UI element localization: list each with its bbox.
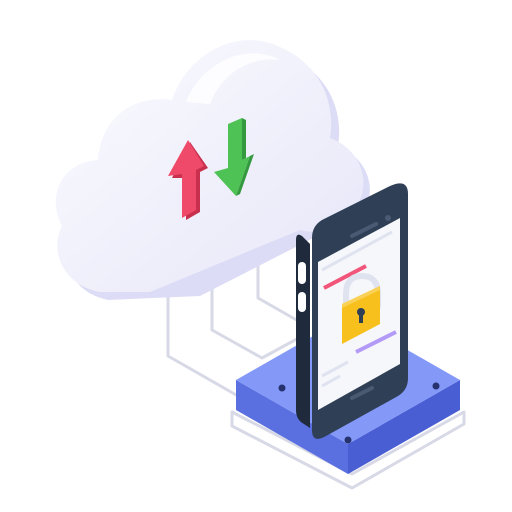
screen-accent-red [323,264,367,290]
base-left-side [236,380,348,474]
base-screw [278,384,286,392]
phone-side-button [298,292,306,312]
base-screw [432,382,440,390]
screen-line [321,360,349,378]
padlock-icon [342,272,381,344]
cloud-highlight [186,53,280,104]
screen-line [321,230,393,272]
screen-line [321,374,341,388]
phone-home-bar [350,386,374,400]
base-screw [344,436,352,444]
cloud-body [55,40,364,292]
phone-speaker [350,222,378,238]
phone-camera [385,215,391,221]
padlock-body-shade [342,286,380,308]
down-arrow-icon [214,118,254,196]
screen-accent-purple [355,330,397,354]
up-arrow-icon [168,140,208,220]
base-right-side [348,380,460,474]
phone-side-button [298,262,306,284]
padlock-keyhole-slot [359,313,363,323]
smartphone-icon [296,183,408,439]
